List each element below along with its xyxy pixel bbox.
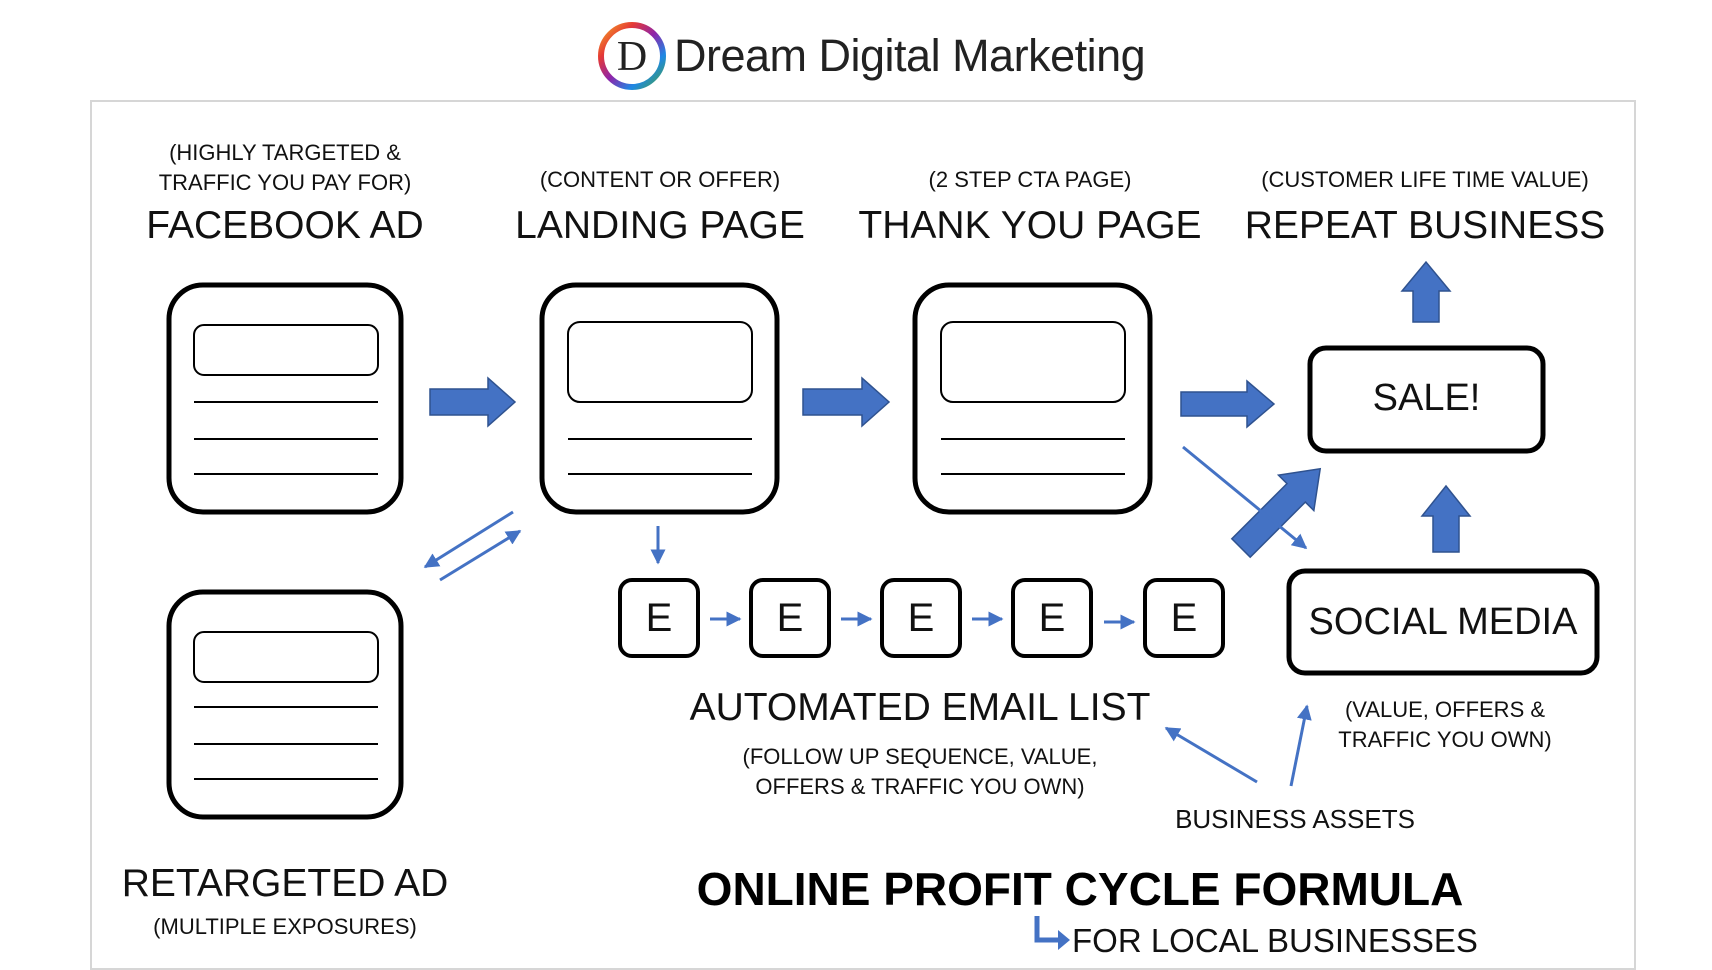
logo-letter: D xyxy=(617,34,647,80)
logo-ring-icon: D xyxy=(598,22,666,90)
elbow-arrow-icon xyxy=(1034,916,1070,950)
email-box xyxy=(880,578,962,658)
arrow-assets-to-email-icon xyxy=(1164,726,1258,784)
arrow-diagonal-up-icon xyxy=(1230,467,1322,559)
retargeted-ad-page-icon xyxy=(166,589,404,820)
sale-label: SALE! xyxy=(1372,377,1481,419)
brand-name: Dream Digital Marketing xyxy=(674,30,1146,81)
thank-you-page-title: THANK YOU PAGE xyxy=(858,204,1202,247)
email-box xyxy=(749,578,831,658)
email-list-subtitle: (FOLLOW UP SEQUENCE, VALUE, OFFERS & TRA… xyxy=(720,742,1120,802)
retargeted-ad-title: RETARGETED AD xyxy=(121,862,449,905)
email-letter: E xyxy=(907,596,935,640)
business-assets-label: BUSINESS ASSETS xyxy=(1175,804,1415,834)
facebook-ad-subtitle-line: (HIGHLY TARGETED & xyxy=(169,140,401,165)
sale-box xyxy=(1307,345,1546,454)
landing-page-title: LANDING PAGE xyxy=(515,204,805,247)
email-box xyxy=(618,578,700,658)
email-letter: E xyxy=(1038,596,1066,640)
social-media-subtitle-line: TRAFFIC YOU OWN) xyxy=(1338,727,1552,752)
arrow-up-icon xyxy=(1400,260,1452,323)
arrow-right-icon xyxy=(429,376,517,428)
repeat-business-subtitle: (CUSTOMER LIFE TIME VALUE) xyxy=(1261,167,1589,192)
formula-subtitle: FOR LOCAL BUSINESSES xyxy=(1072,922,1478,959)
arrow-to-retargeted-icon xyxy=(423,510,514,569)
facebook-ad-title: FACEBOOK AD xyxy=(146,204,424,247)
brand-logo: D Dream Digital Marketing xyxy=(596,14,1146,98)
social-media-label: SOCIAL MEDIA xyxy=(1308,601,1578,643)
repeat-business-title: REPEAT BUSINESS xyxy=(1244,204,1606,247)
arrow-diagonal-down-icon xyxy=(1182,445,1308,550)
social-media-subtitle: (VALUE, OFFERS & TRAFFIC YOU OWN) xyxy=(1310,695,1580,755)
thin-arrows xyxy=(423,445,1312,787)
arrow-right-icon xyxy=(1180,379,1276,429)
email-box xyxy=(1143,578,1225,658)
email-list-subtitle-line: (FOLLOW UP SEQUENCE, VALUE, xyxy=(742,744,1098,769)
email-list-subtitle-line: OFFERS & TRAFFIC YOU OWN) xyxy=(755,774,1085,799)
email-letter: E xyxy=(776,596,804,640)
email-box xyxy=(1011,578,1093,658)
arrow-right-icon xyxy=(802,376,891,428)
facebook-ad-subtitle: (HIGHLY TARGETED & TRAFFIC YOU PAY FOR) xyxy=(150,138,420,198)
arrow-assets-to-social-icon xyxy=(1289,704,1312,787)
social-media-subtitle-line: (VALUE, OFFERS & xyxy=(1344,697,1546,722)
landing-page-subtitle: (CONTENT OR OFFER) xyxy=(539,167,781,192)
arrow-up-icon xyxy=(1420,484,1472,553)
email-sequence xyxy=(618,578,1225,658)
retargeted-ad-subtitle: (MULTIPLE EXPOSURES) xyxy=(153,914,417,939)
email-letter: E xyxy=(645,596,673,640)
facebook-ad-page-icon xyxy=(166,282,404,515)
thank-you-page-icon xyxy=(912,282,1153,515)
email-letter: E xyxy=(1170,596,1198,640)
formula-title: ONLINE PROFIT CYCLE FORMULA xyxy=(696,863,1464,915)
thank-you-page-subtitle: (2 STEP CTA PAGE) xyxy=(928,167,1132,192)
arrow-to-landing-icon xyxy=(439,529,522,582)
landing-page-icon xyxy=(539,282,780,515)
email-list-title: AUTOMATED EMAIL LIST xyxy=(689,686,1151,729)
social-media-box xyxy=(1286,568,1600,676)
facebook-ad-subtitle-line: TRAFFIC YOU PAY FOR) xyxy=(158,170,412,195)
